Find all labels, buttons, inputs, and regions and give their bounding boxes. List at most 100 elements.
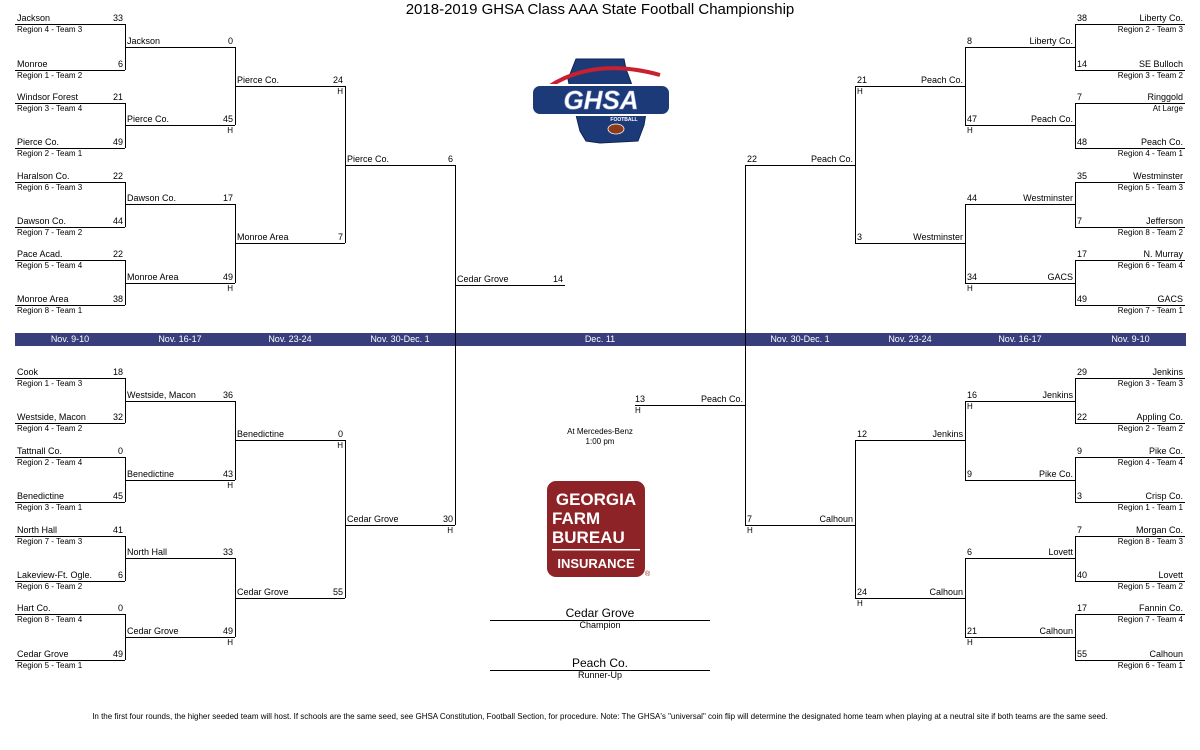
left-round3-score: 24 — [332, 75, 343, 85]
page-title: 2018-2019 GHSA Class AAA State Football … — [405, 1, 795, 18]
left-round2-score: 0 — [227, 36, 233, 46]
right-round1-seed: Region 6 - Team 4 — [1117, 261, 1183, 270]
right-round1-seed: Region 6 - Team 1 — [1117, 661, 1183, 670]
left-round3-score: 7 — [337, 232, 343, 242]
venue-line-2: 1:00 pm — [585, 437, 615, 446]
right-round2-connector — [965, 204, 966, 283]
left-round1-team: Dawson Co. — [17, 216, 67, 226]
final-right-team: Peach Co. — [700, 394, 743, 404]
round-date-label: Nov. 16-17 — [158, 334, 202, 344]
left-round1-slot-line — [15, 378, 125, 379]
right-round3-host-marker: H — [857, 599, 863, 608]
left-round1-team: Hart Co. — [17, 603, 51, 613]
ghsa-logo-graphic: GHSA FOOTBALL — [531, 58, 671, 144]
right-round2-team: Jenkins — [1042, 390, 1073, 400]
right-round1-team: Jenkins — [1152, 367, 1183, 377]
final-left-team: Cedar Grove — [457, 274, 509, 284]
right-round1-team: Morgan Co. — [1135, 525, 1183, 535]
left-round3-host-marker: H — [337, 87, 343, 96]
right-round1-connector — [1075, 260, 1076, 305]
round-date-label: Nov. 9-10 — [50, 334, 90, 344]
right-round1-connector — [1075, 536, 1076, 581]
left-round1-slot-line — [15, 423, 125, 424]
left-round1-score: 0 — [117, 446, 123, 456]
venue-line-1: At Mercedes-Benz — [567, 427, 633, 436]
round-date-label: Nov. 16-17 — [998, 334, 1042, 344]
left-round1-seed: Region 2 - Team 4 — [17, 458, 83, 467]
right-round1-team: N. Murray — [1143, 249, 1183, 259]
left-round3-team: Cedar Grove — [237, 587, 289, 597]
right-round2-slot-line — [965, 637, 1075, 638]
left-round1-seed: Region 8 - Team 1 — [17, 306, 83, 315]
right-round3-score: 12 — [857, 429, 868, 439]
left-round3-slot-line — [235, 243, 345, 244]
left-round1-seed: Region 5 - Team 4 — [17, 261, 83, 270]
right-round1-score: 29 — [1077, 367, 1088, 377]
left-round1-score: 45 — [112, 491, 123, 501]
left-round1-score: 41 — [112, 525, 123, 535]
left-round4-team: Cedar Grove — [347, 514, 399, 524]
final-right-slot-line — [635, 405, 745, 406]
right-round1-score: 7 — [1077, 525, 1083, 535]
left-round1-team: Windsor Forest — [17, 92, 79, 102]
left-round4-host-marker: H — [447, 526, 453, 535]
round-date-label: Nov. 23-24 — [268, 334, 312, 344]
round-date-label: Nov. 30-Dec. 1 — [370, 334, 430, 344]
right-round1-slot-line — [1075, 614, 1185, 615]
left-round2-team: North Hall — [127, 547, 168, 557]
sponsor-logo: GEORGIA FARM BUREAU INSURANCE ® — [547, 481, 651, 579]
right-round2-team: Calhoun — [1039, 626, 1073, 636]
left-round2-team: Pierce Co. — [127, 114, 170, 124]
right-round1-slot-line — [1075, 260, 1185, 261]
left-round2-team: Monroe Area — [127, 272, 179, 282]
final-right-host-marker: H — [635, 406, 641, 415]
left-round2-team: Westside, Macon — [127, 390, 196, 400]
left-round1-seed: Region 3 - Team 4 — [17, 104, 83, 113]
right-round1-connector — [1075, 182, 1076, 227]
right-round1-slot-line — [1075, 305, 1185, 306]
right-round1-slot-line — [1075, 227, 1185, 228]
right-round1-seed: Region 8 - Team 2 — [1117, 228, 1183, 237]
right-round1-score: 22 — [1077, 412, 1088, 422]
left-round1-connector — [125, 457, 126, 502]
left-round1-team: Benedictine — [17, 491, 65, 501]
right-round3-team: Peach Co. — [920, 75, 963, 85]
left-round2-team: Jackson — [127, 36, 161, 46]
right-round1-score: 17 — [1077, 603, 1088, 613]
left-round1-seed: Region 1 - Team 2 — [17, 71, 83, 80]
right-round1-score: 48 — [1077, 137, 1088, 147]
right-round3-score: 24 — [857, 587, 868, 597]
left-round1-seed: Region 6 - Team 3 — [17, 183, 83, 192]
sponsor-registered-mark: ® — [645, 571, 651, 578]
right-round1-score: 38 — [1077, 13, 1088, 23]
right-round1-connector — [1075, 24, 1076, 70]
right-round3-slot-line — [855, 440, 965, 441]
left-round1-slot-line — [15, 24, 125, 25]
right-round1-seed: Region 8 - Team 3 — [1117, 537, 1183, 546]
right-round2-team: Liberty Co. — [1029, 36, 1073, 46]
left-round1-slot-line — [15, 614, 125, 615]
right-round2-host-marker: H — [967, 402, 973, 411]
right-round1-slot-line — [1075, 70, 1185, 71]
left-round1-team: Tattnall Co. — [17, 446, 63, 456]
ghsa-logo: GHSA FOOTBALL — [528, 55, 673, 145]
right-round1-score: 14 — [1077, 59, 1088, 69]
left-round4-slot-line — [345, 525, 455, 526]
left-round1-team: Haralson Co. — [17, 171, 70, 181]
left-round1-slot-line — [15, 148, 125, 149]
left-round1-slot-line — [15, 581, 125, 582]
left-round3-team: Benedictine — [237, 429, 285, 439]
left-round1-team: Lakeview-Ft. Ogle. — [17, 570, 93, 580]
right-round1-team: Westminster — [1133, 171, 1183, 181]
left-round2-slot-line — [125, 637, 235, 638]
right-round1-seed: Region 2 - Team 2 — [1117, 424, 1183, 433]
left-round1-team: Cedar Grove — [17, 649, 69, 659]
right-round1-slot-line — [1075, 378, 1185, 379]
right-round1-slot-line — [1075, 148, 1185, 149]
right-round1-connector — [1075, 103, 1076, 148]
champion-label: Champion — [579, 620, 621, 630]
right-round1-score: 17 — [1077, 249, 1088, 259]
left-round1-score: 49 — [112, 137, 123, 147]
left-round1-slot-line — [15, 103, 125, 104]
right-round1-seed: Region 3 - Team 3 — [1117, 379, 1183, 388]
